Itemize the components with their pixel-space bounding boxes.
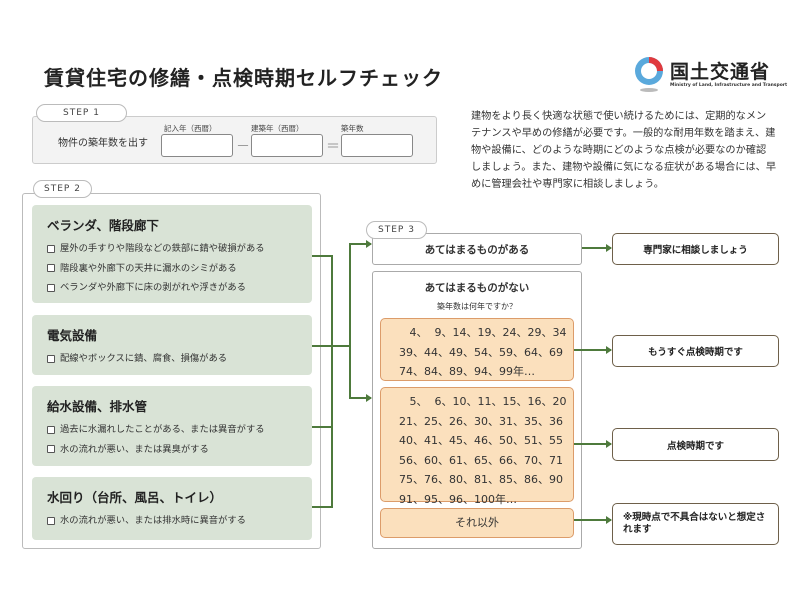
check-item[interactable]: 水の流れが悪い、または異臭がする [47, 440, 312, 460]
check-item-label: 水の流れが悪い、または異臭がする [60, 443, 209, 455]
step2-label: STEP 2 [33, 180, 92, 198]
check-item-label: 水の流れが悪い、または排水時に異音がする [60, 515, 246, 526]
yes-box: あてはまるものがある [372, 233, 582, 265]
check-item[interactable]: 過去に水漏れしたことがある、または異音がする [47, 420, 312, 440]
result-arrow [574, 346, 612, 354]
step3-label: STEP 3 [366, 221, 427, 239]
connector-line [349, 243, 351, 399]
checkbox[interactable] [47, 516, 55, 525]
group-title: 水回り（台所、風呂、トイレ） [47, 490, 223, 505]
arrow-yes [349, 240, 372, 248]
checkbox[interactable] [47, 354, 55, 363]
check-item[interactable]: ベランダや外廊下に床の剥がれや浮きがある [47, 278, 312, 298]
mlit-emblem-icon [635, 57, 663, 92]
checkbox[interactable] [47, 244, 55, 253]
connector-line [331, 255, 333, 508]
check-item[interactable]: 配線やボックスに錆、腐食、損傷がある [47, 349, 312, 369]
no-heading: あてはまるものがない [424, 282, 530, 294]
checkbox[interactable] [47, 264, 55, 273]
build-year-label: 建築年（西暦） [251, 124, 304, 133]
minus-sign: － [236, 139, 250, 155]
checkbox[interactable] [47, 283, 55, 292]
check-item[interactable]: 屋外の手すりや階段などの鉄部に錆や破損がある [47, 239, 312, 259]
checkbox[interactable] [47, 425, 55, 434]
group-title: ベランダ、階段廊下 [47, 218, 159, 233]
age-label: 築年数 [341, 124, 364, 133]
arrow-no [349, 394, 372, 402]
build-year-input[interactable] [251, 134, 323, 157]
check-item-label: 過去に水漏れしたことがある、または異音がする [60, 424, 265, 435]
result-inspection-due: 点検時期です [612, 428, 779, 461]
group-title: 電気設備 [47, 328, 98, 343]
age-range-other: それ以外 [380, 508, 574, 538]
check-item[interactable]: 階段裏や外廊下の天井に漏水のシミがある [47, 259, 312, 279]
entry-year-input[interactable] [161, 134, 233, 157]
entry-year-label: 記入年（西暦） [164, 124, 217, 133]
logo-name: 国土交通省 [670, 61, 771, 83]
connector-line [312, 506, 332, 508]
result-no-issue: ※現時点で不具合はないと想定されます [612, 503, 779, 545]
age-question: 築年数は何年ですか？ [437, 302, 517, 311]
check-item-label: 配線やボックスに錆、腐食、損傷がある [60, 353, 228, 364]
page-title: 賃貸住宅の修繕・点検時期セルフチェック [44, 66, 443, 90]
equals-sign: ＝ [326, 139, 340, 155]
check-item-label: ベランダや外廊下に床の剥がれや浮きがある [60, 282, 246, 293]
logo-subtitle: Ministry of Land, Infrastructure and Tra… [670, 83, 788, 88]
age-range-now: 5、 6、10、11、15、16、20 21、25、26、30、31、35、36… [380, 387, 574, 506]
mlit-logo: 国土交通省 Ministry of Land, Infrastructure a… [633, 55, 787, 97]
check-group-veranda: ベランダ、階段廊下 屋外の手すりや階段などの鉄部に錆や破損がある 階段裏や外廊下… [32, 205, 312, 303]
connector-line [312, 255, 332, 257]
check-item[interactable]: 水の流れが悪い、または排水時に異音がする [47, 511, 312, 531]
result-consult-expert: 専門家に相談しましょう [612, 233, 779, 265]
step2-panel [22, 193, 321, 549]
step1-label: STEP 1 [36, 104, 127, 122]
check-item-label: 階段裏や外廊下の天井に漏水のシミがある [60, 262, 237, 274]
building-age-input[interactable] [341, 134, 413, 157]
group-title: 給水設備、排水管 [47, 399, 148, 414]
connector-line [312, 345, 351, 347]
result-inspection-soon: もうすぐ点検時期です [612, 335, 779, 367]
check-item-label: 屋外の手すりや階段などの鉄部に錆や破損がある [60, 243, 265, 254]
checkbox[interactable] [47, 445, 55, 454]
description: 建物をより長く快適な状態で使い続けるためには、定期的なメンテナンスや早めの修繕が… [471, 111, 777, 190]
step1-heading: 物件の築年数を出す [58, 138, 148, 149]
connector-line [312, 426, 332, 428]
result-arrow [574, 516, 612, 524]
check-group-water-supply: 給水設備、排水管 過去に水漏れしたことがある、または異音がする 水の流れが悪い、… [32, 386, 312, 466]
check-group-wet-areas: 水回り（台所、風呂、トイレ） 水の流れが悪い、または排水時に異音がする [32, 477, 312, 540]
result-arrow [574, 440, 612, 448]
check-group-electric: 電気設備 配線やボックスに錆、腐食、損傷がある [32, 315, 312, 375]
age-range-soon: 4、 9、14、19、24、29、34 39、44、49、54、59、64、69… [380, 318, 574, 381]
result-arrow [582, 244, 612, 252]
